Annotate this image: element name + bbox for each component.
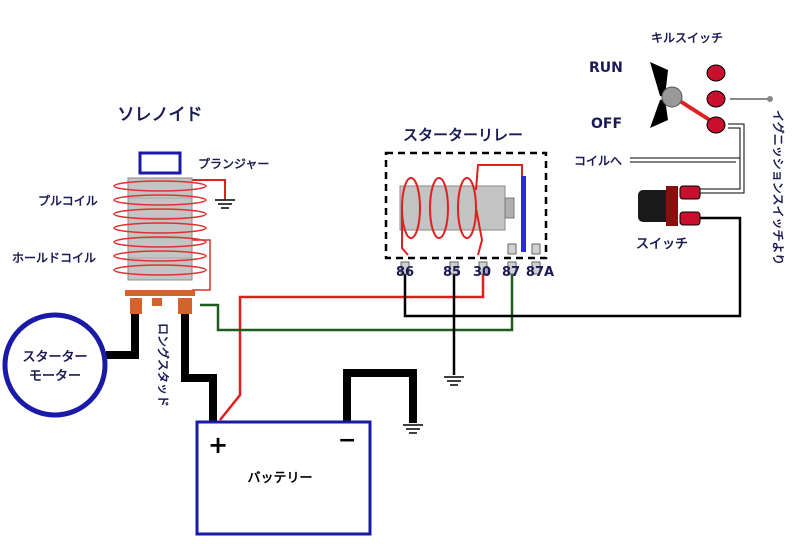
plunger-cap xyxy=(138,151,182,175)
relay-core xyxy=(399,185,506,231)
ignition-feed-end xyxy=(767,96,773,102)
relay-30-power-wire xyxy=(219,272,485,421)
switch-terminals xyxy=(679,185,701,226)
kill-switch-lever-icon xyxy=(650,62,718,128)
hold-coil-label: ホールドコイル xyxy=(12,251,96,265)
battery-minus: − xyxy=(338,428,356,453)
relay-title: スターターリレー xyxy=(403,126,523,144)
coil-feed-wire xyxy=(630,157,740,163)
pin-87: 87 xyxy=(502,265,520,280)
kill-switch-label: キルスイッチ xyxy=(651,31,723,45)
long-stud-label: ロングスタッド xyxy=(156,323,171,407)
plunger-label: プランジャー xyxy=(198,156,269,171)
from-ignition-label: イグニッションスイッチより xyxy=(771,110,786,265)
relay-contact-bar xyxy=(521,176,526,252)
pin-30: 30 xyxy=(473,265,491,280)
relay-core-end xyxy=(504,197,515,219)
off-label: OFF xyxy=(591,116,622,132)
run-label: RUN xyxy=(589,60,623,76)
relay-86-switch-wire xyxy=(403,216,742,318)
contact-plate xyxy=(125,290,195,296)
battery-body xyxy=(195,420,372,536)
starter-motor-label-2: モーター xyxy=(29,369,81,384)
kill-switch-terminals xyxy=(706,64,726,134)
plunger-ground-wire xyxy=(192,179,226,200)
relay-ground-symbol xyxy=(444,376,464,386)
motor-cable xyxy=(106,300,139,359)
to-coil-label: コイルへ xyxy=(574,154,622,168)
battery-ground-cable xyxy=(343,369,417,425)
battery-label: バッテリー xyxy=(247,471,312,486)
starter-motor xyxy=(2,312,108,418)
solenoid-terminals xyxy=(130,298,192,314)
relay-coil xyxy=(401,164,523,256)
battery-plus: + xyxy=(208,431,228,459)
pin-87a: 87A xyxy=(526,265,554,280)
starter-motor-label-1: スターター xyxy=(22,350,87,365)
relay-87-solenoid-wire xyxy=(200,272,514,332)
switch-base xyxy=(666,186,678,226)
switch-body[interactable] xyxy=(638,190,672,222)
solenoid-title: ソレノイド xyxy=(118,105,203,125)
pull-coil-label: プルコイル xyxy=(38,193,98,208)
pull-coil xyxy=(113,180,207,276)
pin-86: 86 xyxy=(396,265,414,280)
pin-85: 85 xyxy=(443,265,461,280)
battery-positive-cable xyxy=(181,305,217,425)
plunger-ground-symbol xyxy=(215,199,235,209)
coil-lead-right xyxy=(192,239,211,291)
battery-ground-symbol xyxy=(403,424,423,434)
switch-label: スイッチ xyxy=(636,237,688,252)
kill-switch-link-wire xyxy=(700,123,745,194)
relay-pins xyxy=(400,243,541,275)
